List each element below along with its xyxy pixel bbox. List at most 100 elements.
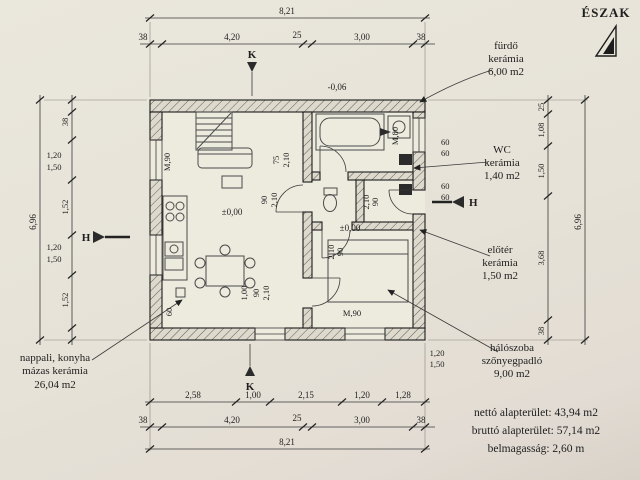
staircase bbox=[195, 111, 233, 151]
stove-burner bbox=[175, 212, 185, 222]
leader-wc bbox=[413, 161, 489, 171]
dim-top-4: 3,00 bbox=[354, 32, 370, 42]
door-living-bedroom bbox=[311, 277, 341, 307]
windows bbox=[149, 117, 426, 341]
room-hall-area: 1,50 m2 bbox=[482, 270, 518, 282]
door-75-w: 75 bbox=[271, 156, 281, 165]
room-wc-area: 1,40 m2 bbox=[484, 170, 520, 182]
dim-top-5: 38 bbox=[417, 32, 427, 42]
chimney-shaft-2 bbox=[399, 184, 412, 195]
dim-left-total: 6,96 bbox=[28, 214, 38, 230]
dim-room-4: 1,20 bbox=[354, 390, 370, 400]
dim-right-5: 38 bbox=[536, 327, 546, 336]
wall-bottom-mid bbox=[284, 327, 346, 341]
dim-bottom-3: 25 bbox=[293, 413, 303, 423]
room-labels: fürdő kerámia 6,00 m2 WC kerámia 1,40 m2… bbox=[20, 40, 543, 391]
door-bottom-w: 90 bbox=[251, 289, 261, 298]
door-90a-h: 2,10 bbox=[269, 193, 279, 208]
dim-left-win2-h: 1,50 bbox=[47, 254, 62, 264]
stove-burner bbox=[165, 201, 175, 211]
room-wc-material: kerámia bbox=[484, 157, 520, 169]
chair bbox=[244, 277, 256, 289]
room-hall-material: kerámia bbox=[482, 257, 518, 269]
dim-bottom: 2,58 1,00 2,15 1,20 1,28 38 4,20 25 3,00… bbox=[139, 390, 435, 454]
door-90a-w: 90 bbox=[259, 196, 269, 205]
summary-block: nettó alapterület: 43,94 m2 bruttó alapt… bbox=[472, 407, 601, 455]
chimney-shaft-1 bbox=[399, 154, 412, 165]
dim-room-1: 2,58 bbox=[185, 390, 201, 400]
room-bath-material: kerámia bbox=[488, 53, 524, 65]
level-zero-living: ±0,00 bbox=[222, 207, 243, 217]
summary-height: belmagasság: 2,60 m bbox=[488, 443, 585, 455]
north-indicator: ÉSZAK bbox=[581, 5, 630, 57]
dim-room-3: 2,15 bbox=[298, 390, 314, 400]
section-h-left-arrow-icon bbox=[93, 231, 105, 243]
dim-top: 8,21 38 4,20 25 3,00 38 bbox=[139, 6, 435, 49]
north-arrow-icon bbox=[594, 23, 617, 57]
dim-window-br-w: 1,20 bbox=[430, 348, 445, 358]
dim-top-2: 4,20 bbox=[224, 32, 240, 42]
dim-bottom-4: 3,00 bbox=[354, 415, 370, 425]
dim-window-br-h: 1,50 bbox=[430, 359, 445, 369]
door-bedroom-h: 2,10 bbox=[326, 245, 336, 260]
wall-bath-a bbox=[311, 171, 321, 181]
door-direction-arrow-icon bbox=[380, 128, 391, 136]
dim-left-a: 38 bbox=[60, 118, 70, 127]
section-k-top-arrow-icon bbox=[247, 62, 257, 72]
door-entry bbox=[388, 189, 414, 215]
door-75-h: 2,10 bbox=[281, 153, 291, 168]
wall-bedroom-a bbox=[311, 221, 323, 231]
room-bedroom-area: 9,00 m2 bbox=[494, 368, 530, 380]
dim-shaft-2a: 60 bbox=[441, 181, 450, 191]
wall-bottom-left bbox=[149, 327, 256, 341]
section-k-top-label: K bbox=[248, 49, 257, 61]
door-bedroom bbox=[321, 229, 351, 259]
floor-drain bbox=[175, 287, 186, 298]
sink bbox=[164, 241, 184, 257]
room-bath-area: 6,00 m2 bbox=[488, 66, 524, 78]
level-zero-hall: ±0,00 bbox=[340, 223, 361, 233]
dim-left-c: 1,52 bbox=[60, 293, 70, 308]
room-bedroom-material: szőnyegpadló bbox=[482, 355, 543, 367]
dim-right-total: 6,96 bbox=[573, 214, 583, 230]
dim-left-b: 1,52 bbox=[60, 200, 70, 215]
chair bbox=[194, 277, 206, 289]
wall-top bbox=[149, 99, 426, 113]
washing-machine bbox=[387, 115, 411, 139]
dim-right: 25 1,08 1,50 3,68 38 6,96 1,20 1,50 60 6… bbox=[430, 95, 590, 369]
section-k-bottom-label: K bbox=[246, 381, 255, 393]
wall-center-3 bbox=[302, 307, 313, 329]
door-bottom-h: 2,10 bbox=[261, 286, 271, 301]
dim-left-win2-w: 1,20 bbox=[47, 242, 62, 252]
leader-bath bbox=[419, 69, 493, 103]
plan-labels: ±0,00 ±0,00 -0,06 M,90 M,80 M,90 75 2,10… bbox=[162, 82, 400, 318]
coffee-table bbox=[221, 175, 243, 189]
section-markers: K K H H bbox=[82, 49, 478, 393]
extension-lines bbox=[44, 22, 588, 451]
dim-left-win1-w: 1,20 bbox=[47, 150, 62, 160]
chair bbox=[219, 244, 231, 256]
section-h-left-label: H bbox=[82, 232, 91, 244]
door-entry-w: 90 bbox=[370, 198, 380, 207]
dim-top-total: 8,21 bbox=[279, 6, 295, 16]
dim-top-1: 38 bbox=[139, 32, 149, 42]
kitchen-counter bbox=[162, 195, 188, 281]
door-bedroom-w: 90 bbox=[335, 248, 345, 257]
leader-hall bbox=[419, 229, 491, 257]
dim-bottom-1: 38 bbox=[139, 415, 149, 425]
leader-lines bbox=[91, 69, 499, 361]
wall-center-1 bbox=[302, 111, 313, 183]
parapet-m90-bedroom: M,90 bbox=[343, 308, 361, 318]
dim-shaft-1b: 60 bbox=[441, 148, 450, 158]
wall-right-1 bbox=[412, 111, 426, 119]
dim-shaft-2b: 60 bbox=[441, 192, 450, 202]
wall-bath-b bbox=[347, 171, 414, 181]
kitchen-60: 60 bbox=[164, 308, 174, 317]
room-bath-name: fürdő bbox=[494, 40, 518, 52]
dim-shaft-1a: 60 bbox=[441, 137, 450, 147]
wall-right-3 bbox=[412, 213, 426, 329]
wall-left-2 bbox=[149, 179, 163, 236]
wall-bottom-right bbox=[384, 327, 426, 341]
